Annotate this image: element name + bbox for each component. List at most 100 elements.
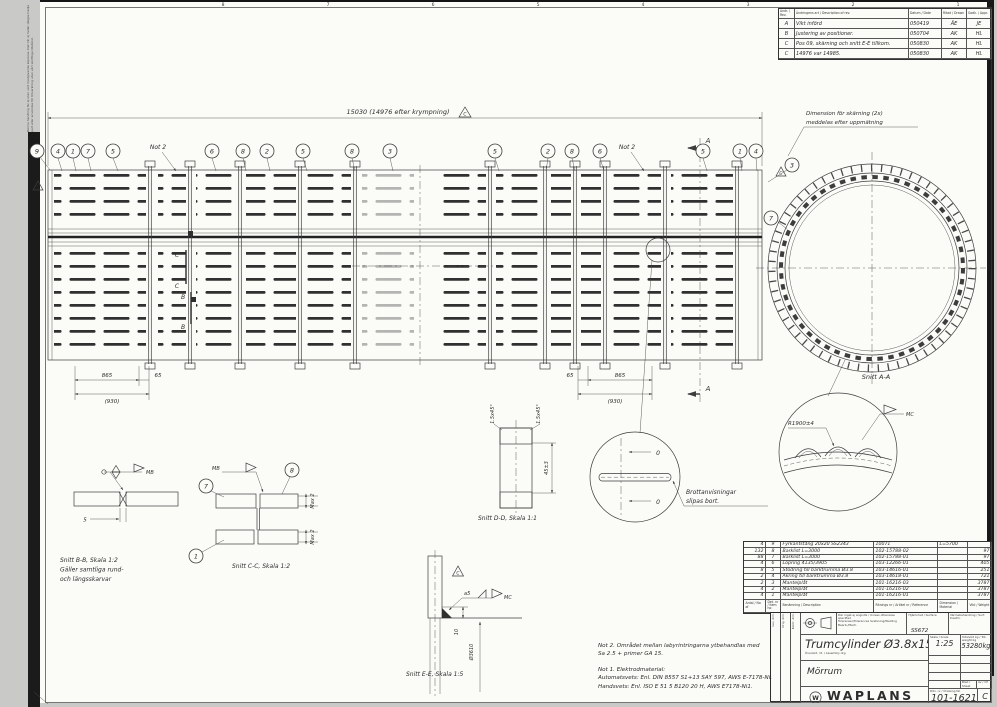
bom-weight: 251	[968, 567, 992, 574]
bom-qty: 4	[744, 561, 766, 568]
heat-treatment-cell: Värmebehandling / Surf. treatm.	[949, 613, 992, 635]
drawn-date-cell: Datum / Date 050217	[961, 656, 992, 665]
svg-text:8: 8	[241, 148, 245, 156]
field-weld-flag-icon: MC	[861, 404, 914, 441]
waplans-emblem-icon: W	[809, 691, 822, 703]
svg-text:3: 3	[790, 162, 794, 170]
detail-r1900: R1900±4 MC	[778, 392, 914, 512]
scan-artifact-top-bar	[40, 0, 987, 3]
scale-cell: Skala / Scale 1:25	[929, 635, 961, 656]
svg-text:7: 7	[327, 2, 330, 8]
title-block-left-col: Orig. dim.	[781, 613, 791, 703]
svg-text:8: 8	[290, 467, 294, 475]
svg-text:Brottanvisningar: Brottanvisningar	[686, 489, 737, 496]
bom-ref: 101-16216-02	[874, 586, 938, 594]
projection-symbol-cell	[801, 613, 837, 635]
svg-text:7: 7	[204, 483, 209, 491]
revision-row-date: 050704	[909, 29, 942, 39]
svg-text:C: C	[175, 252, 180, 259]
checked-cell: Konstr. / Checked JE	[929, 664, 961, 673]
bom-ref: 101-16216-01	[874, 593, 938, 600]
bom-dim	[938, 548, 968, 555]
revision-table: Ändr. / Rev. Ändringens art / Descriptio…	[778, 8, 992, 60]
support-rings	[144, 160, 743, 370]
svg-text:(930): (930)	[608, 399, 623, 405]
weld-symbol-icon	[111, 464, 121, 480]
bom-pos: 4	[766, 573, 781, 581]
bom-pos: 9	[766, 542, 781, 549]
scale-value: 1:25	[935, 638, 954, 648]
bom-pos: 5	[766, 567, 781, 574]
svg-text:1: 1	[194, 553, 198, 561]
scan-artifact-left-bar	[28, 132, 40, 707]
cutting-dimension-note: Dimension för skärning (2x) meddelas eft…	[787, 111, 918, 157]
svg-text:1: 1	[957, 2, 960, 8]
bom-dim	[938, 586, 968, 594]
revision-row-sign: AK	[942, 49, 967, 59]
bom-header: Ritnings nr / Artikel nr / Reference	[874, 599, 938, 613]
revision-row-sign: HL	[967, 49, 992, 59]
bom-desc: Fyrkantstång 20x20 SS2343	[781, 542, 874, 549]
revision-letter-cell: C	[978, 689, 992, 703]
bom-desc: Åkring till barktrumma Ø3.8	[781, 573, 874, 581]
svg-text:Snitt E-E, Skala 1:5: Snitt E-E, Skala 1:5	[406, 671, 464, 678]
bom-header: Benämning / Description	[781, 599, 874, 613]
bom-dim	[938, 561, 968, 568]
svg-text:R1900±4: R1900±4	[788, 421, 814, 427]
svg-text:15030 (14976 efter krympning): 15030 (14976 efter krympning)	[346, 108, 449, 116]
surface-standard-cell: Ytjämnhet / Surface SS672	[907, 613, 949, 635]
bom-qty: 8	[744, 567, 766, 574]
drawing-number-cell: Ritn. nr / Drawing No 101-16215	[930, 689, 978, 703]
company-cell: W WAPLANS S-830 44 NÄLDEN SWEDEN	[801, 687, 929, 703]
approved-date-cell: Datum / Date 050228	[961, 672, 992, 681]
section-dd: 1.5x45° 1.5x45° 45±3 Snitt D-D, Skala 1:…	[478, 404, 556, 522]
bom-header: Vikt / Weight	[968, 599, 992, 613]
revision-row-desc: Pos 09, skärning och snitt E-E tillkom.	[795, 39, 909, 49]
note-2-line: Sa 2.5 + primer GA 15.	[598, 651, 664, 658]
svg-text:A: A	[705, 137, 711, 145]
cut-mark-cc: C C	[175, 250, 187, 290]
weight-value: 53280kg	[961, 641, 991, 650]
sheet-frame: 8 7 6 5 4 3 2 1	[33, 2, 992, 705]
svg-text:Snitt D-D, Skala 1:1: Snitt D-D, Skala 1:1	[478, 515, 537, 522]
svg-text:a5: a5	[464, 591, 470, 597]
revision-row-letter: A	[779, 19, 795, 29]
svg-text:5: 5	[301, 148, 305, 156]
field-weld-flag-icon: MB	[133, 463, 154, 476]
svg-text:MC: MC	[504, 595, 512, 601]
bom-weight	[968, 542, 992, 549]
svg-text:9: 9	[35, 148, 39, 156]
bom-qty: 4	[744, 593, 766, 600]
title-block-left-col: Kontr. dim.	[791, 613, 801, 703]
svg-text:C: C	[36, 185, 40, 191]
revision-row-letter: C	[779, 39, 795, 49]
notes-block: Not 2. Området mellan labyrintringarna y…	[598, 642, 793, 691]
bom-desc: Barklist L=3000	[781, 554, 874, 562]
note-1-line: Automatsvets: Enl. DIN 8557 S1+13 SAY 59…	[598, 675, 773, 682]
field-weld-flag-icon: MC	[491, 588, 512, 601]
section-ee: C a5 MC 10 Ø3610 Snitt E-E, Skala 1:5	[406, 550, 522, 696]
svg-text:Snitt A-A: Snitt A-A	[862, 373, 890, 381]
frame-ruler-numbers: 8 7 6 5 4 3 2 1	[222, 2, 960, 8]
svg-text:A: A	[705, 385, 711, 393]
bom-ref: 102-15788-02	[874, 548, 938, 555]
svg-text:4: 4	[56, 148, 60, 156]
revision-letter: C	[982, 691, 988, 701]
company-name: WAPLANS	[827, 688, 914, 703]
revision-row-sign: AK	[942, 29, 967, 39]
section-aa-view: Snitt A-A	[756, 152, 986, 397]
section-cc: MB Max 2 Max 2 7 8 1 Snitt C-C, Skala 1:…	[188, 462, 318, 570]
approved-cell: Godkänd / Approved HL	[929, 672, 961, 681]
revision-triangle-icon: C	[451, 565, 465, 577]
bom-header: Det. nr / Item no	[766, 599, 781, 613]
note-2-line: Not 2. Området mellan labyrintringarna y…	[598, 643, 760, 649]
bom-pos: 3	[766, 580, 781, 587]
replaces-cell: Ers. / Repl. 1-16215	[929, 680, 961, 689]
bom-pos: 2	[766, 586, 781, 594]
bom-dim	[938, 554, 968, 562]
revision-col-header: Ändringens art / Description of rev.	[795, 9, 909, 19]
title-block-left-col: Lev. dim.	[771, 613, 781, 703]
svg-text:3: 3	[388, 148, 392, 156]
